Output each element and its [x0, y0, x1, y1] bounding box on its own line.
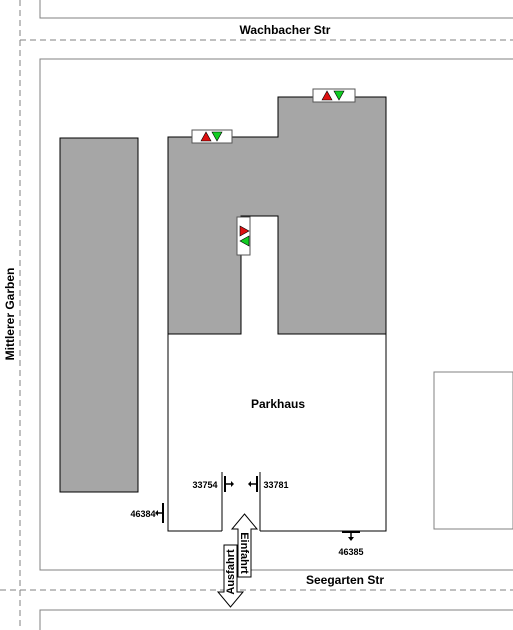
sensor-46384-marker	[155, 503, 164, 523]
parkhaus-label: Parkhaus	[251, 397, 305, 411]
south-block-outline	[39, 609, 513, 630]
sensor-46384-label: 46384	[130, 509, 155, 519]
traffic-light-north-roof	[312, 88, 356, 103]
exit-label: Ausfahrt	[225, 549, 237, 595]
green-left-signal-icon	[239, 235, 250, 247]
entry-label: Einfahrt	[238, 532, 250, 574]
sensor-46385-marker	[342, 531, 360, 541]
street-label-north: Wachbacher Str	[240, 23, 331, 37]
traffic-light-inner-court	[236, 216, 251, 256]
sensor-46385-label: 46385	[338, 547, 363, 557]
north-block-outline	[39, 0, 513, 19]
sensor-33781-marker	[248, 476, 258, 492]
red-up-signal-icon	[321, 90, 333, 101]
parkhaus-lower-outline	[167, 334, 387, 532]
sensor-33781-label: 33781	[263, 480, 288, 490]
red-up-signal-icon	[200, 131, 212, 142]
site-outline	[39, 58, 513, 571]
traffic-light-west-roof	[191, 129, 233, 144]
east-building	[433, 371, 513, 530]
exit-arrow: Ausfahrt	[216, 544, 245, 608]
green-down-signal-icon	[333, 90, 345, 101]
street-label-west: Mittlerer Garben	[3, 268, 17, 361]
red-right-signal-icon	[239, 225, 250, 237]
entry-arrow: Einfahrt	[230, 513, 259, 578]
sensor-33754-label: 33754	[192, 480, 217, 490]
street-label-south: Seegarten Str	[306, 573, 384, 587]
sensor-33754-marker	[224, 476, 234, 492]
west-building	[59, 137, 139, 493]
green-down-signal-icon	[211, 131, 223, 142]
